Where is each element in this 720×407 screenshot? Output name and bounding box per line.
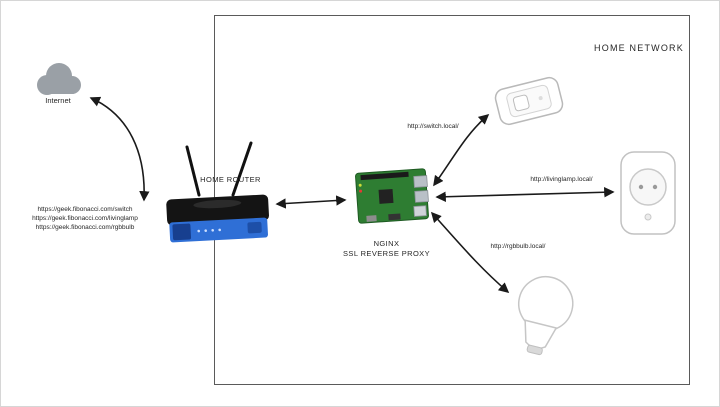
arrow-proxy-bulb: [430, 211, 510, 294]
raspberry-pi-icon: [355, 168, 429, 224]
client-url-livinglamp: https://geek.fibonacci.com/livinglamp: [32, 215, 138, 222]
internet-label: Internet: [45, 96, 71, 105]
home-network-label: HOME NETWORK: [594, 43, 684, 53]
router-icon: [166, 141, 269, 243]
arrow-proxy-switch: [433, 113, 490, 187]
arrow-internet-router: [89, 96, 150, 202]
livinglamp-local-url-label: http://livinglamp.local/: [530, 176, 593, 183]
proxy-label: NGINX SSL REVERSE PROXY: [319, 239, 454, 259]
arrow-proxy-plug: [435, 187, 615, 202]
client-url-switch: https://geek.fibonacci.com/switch: [37, 206, 133, 213]
internet-cloud-icon: [37, 63, 81, 95]
home-router-label: HOME ROUTER: [200, 175, 261, 184]
arrow-router-proxy: [275, 195, 347, 209]
proxy-label-line1: NGINX: [373, 239, 400, 248]
switch-local-url-label: http://switch.local/: [407, 123, 459, 130]
light-bulb-icon: [518, 275, 574, 356]
rgbbulb-local-url-label: http://rgbbulb.local/: [490, 243, 546, 250]
smart-plug-icon: [620, 151, 676, 235]
client-urls-list: https://geek.fibonacci.com/switch https:…: [5, 205, 165, 232]
proxy-label-line2: SSL REVERSE PROXY: [343, 249, 430, 258]
client-url-rgbbulb: https://geek.fibonacci.com/rgbbulb: [35, 224, 135, 231]
smart-switch-icon: [494, 76, 564, 126]
